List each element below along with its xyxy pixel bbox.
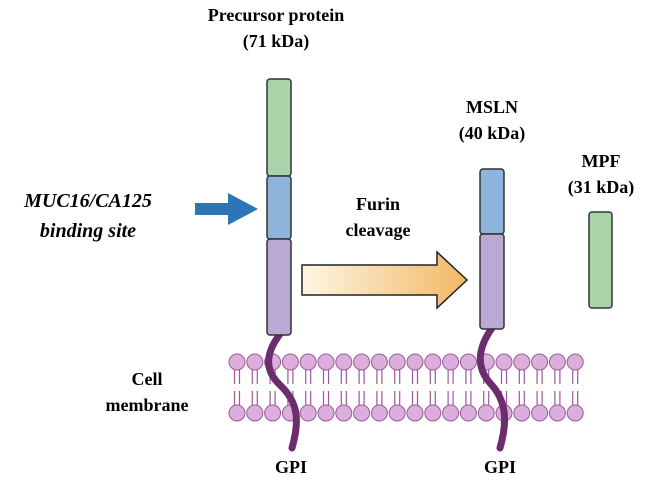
lipid-head: [513, 353, 531, 371]
lipid-head: [424, 404, 442, 422]
lipid-head: [335, 404, 353, 422]
membrane-label-line2: membrane: [106, 395, 189, 415]
mpf-segment: [588, 211, 613, 309]
lipid-head: [566, 353, 584, 371]
binding-site-label-line2: binding site: [40, 220, 136, 242]
lipid-head: [477, 404, 495, 422]
binding-site-arrow: [195, 193, 258, 225]
mpf-title: MPF: [582, 151, 621, 171]
lipid-head: [548, 353, 566, 371]
lipid-head: [548, 404, 566, 422]
precursor-msln-segment: [266, 238, 292, 336]
lipid-head: [370, 404, 388, 422]
lipid-head: [513, 404, 531, 422]
mpf-mass: (31 kDa): [568, 177, 635, 198]
lipid-head: [424, 353, 442, 371]
lipid-head: [459, 404, 477, 422]
precursor-mpf-segment: [266, 78, 292, 177]
lipid-head: [335, 353, 353, 371]
lipid-head: [353, 404, 371, 422]
lipid-head: [228, 353, 246, 371]
lipid-head: [566, 404, 584, 422]
lipid-head: [299, 404, 317, 422]
lipid-head: [459, 353, 477, 371]
cleavage-label-line1: Furin: [356, 194, 400, 214]
msln-binding-segment: [479, 168, 505, 235]
lipid-head: [388, 404, 406, 422]
msln-title: MSLN: [466, 97, 518, 117]
precursor-mass: (71 kDa): [243, 31, 310, 52]
lipid-head: [246, 353, 264, 371]
lipid-head: [246, 404, 264, 422]
lipid-head: [442, 353, 460, 371]
gpi-tail-right: [476, 324, 509, 452]
lipid-head: [299, 353, 317, 371]
msln-body-segment: [479, 233, 505, 330]
precursor-title: Precursor protein: [208, 5, 344, 25]
lipid-head: [317, 404, 335, 422]
gpi-label-right: GPI: [484, 457, 516, 477]
lipid-head: [317, 353, 335, 371]
furin-cleavage-arrow: [301, 250, 469, 310]
gpi-tail-left: [265, 330, 300, 452]
lipid-head: [228, 404, 246, 422]
lipid-head: [531, 353, 549, 371]
binding-site-label-line1: MUC16/CA125: [23, 190, 152, 212]
lipid-head: [370, 353, 388, 371]
lipid-head: [442, 404, 460, 422]
cleavage-label-line2: cleavage: [346, 220, 411, 240]
membrane-label-line1: Cell: [132, 369, 163, 389]
lipid-head: [281, 353, 299, 371]
lipid-head: [531, 404, 549, 422]
lipid-head: [406, 404, 424, 422]
lipid-head: [406, 353, 424, 371]
lipid-head: [264, 404, 282, 422]
precursor-binding-segment: [266, 175, 292, 240]
lipid-head: [495, 353, 513, 371]
lipid-head: [388, 353, 406, 371]
msln-mass: (40 kDa): [459, 123, 526, 144]
gpi-label-left: GPI: [275, 457, 307, 477]
lipid-head: [353, 353, 371, 371]
